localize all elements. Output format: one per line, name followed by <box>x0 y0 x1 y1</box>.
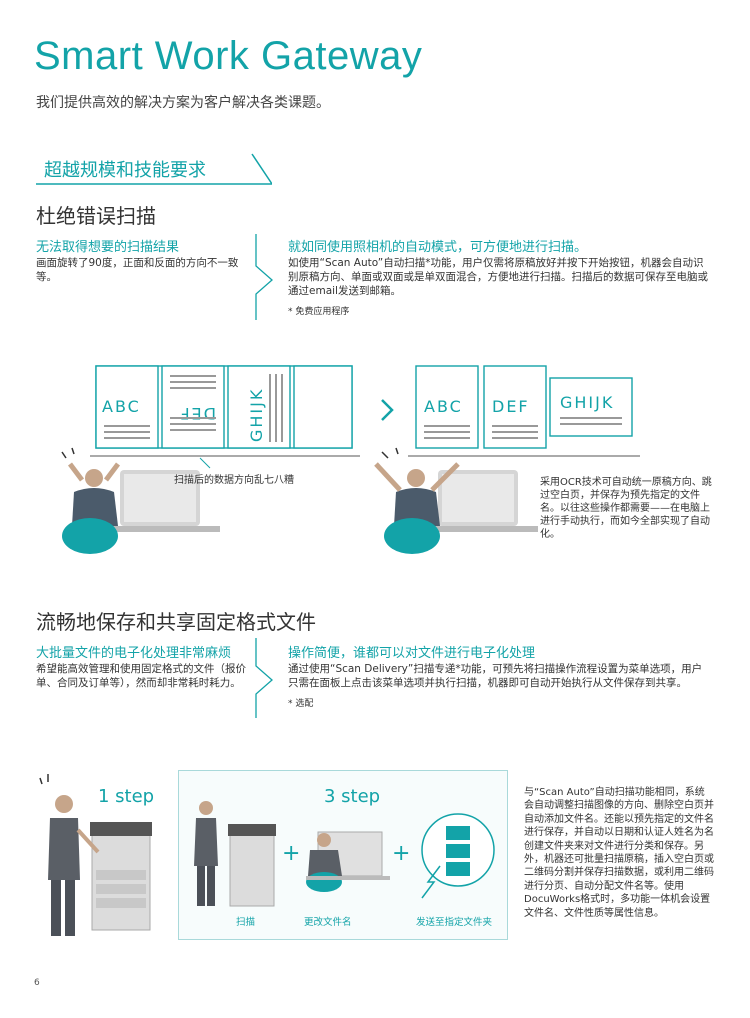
plus-icon: + <box>392 841 410 866</box>
page-number: 6 <box>34 978 40 988</box>
section2-side-text: 与“Scan Auto”自动扫描功能相同，系统会自动调整扫描图像的方向、删除空白… <box>524 787 714 919</box>
section1-solution-body: 如使用“Scan Auto”自动扫描*功能，用户仅需将原稿放好并按下开始按钮，机… <box>288 257 708 297</box>
scan-comparison-illustration: ABC DEF GHIJK ABC DEF GHIJK <box>61 365 640 554</box>
section1-problem-lead: 无法取得想要的扫描结果 <box>36 240 180 255</box>
step3-label: 3 step <box>324 786 381 807</box>
step1-label: 1 step <box>98 786 155 807</box>
section2-solution-body: 通过使用“Scan Delivery”扫描专递*功能，可预先将扫描操作流程设置为… <box>288 663 703 689</box>
folder-icon <box>446 862 470 876</box>
section2-problem-body: 希望能高效管理和使用固定格式的文件（报价单、合同及订单等），然而却非常耗时耗力。 <box>36 663 246 689</box>
doc-after-def: DEF <box>492 397 530 416</box>
section2-solution-note: * 选配 <box>288 699 314 709</box>
section1-solution-lead: 就如同使用照相机的自动模式，可方便地进行扫描。 <box>288 240 588 255</box>
page-subtitle: 我们提供高效的解决方案为客户解决各类课题。 <box>36 95 330 111</box>
confused-user-figure <box>61 447 220 554</box>
happy-user-figure <box>374 447 538 554</box>
section2-solution-lead: 操作简便，谁都可以对文件进行电子化处理 <box>288 646 536 661</box>
one-step-illustration <box>39 774 152 936</box>
step-label-scan: 扫描 <box>236 917 256 928</box>
section1-problem-body: 画面旋转了90度，正面和反面的方向不一致等。 <box>36 257 239 283</box>
doc-before-ghijk: GHIJK <box>247 388 266 442</box>
doc-after-abc: ABC <box>424 397 463 416</box>
doc-before-def: DEF <box>178 404 216 423</box>
section-banner-frame <box>36 153 272 185</box>
section-banner-label: 超越规模和技能要求 <box>44 160 206 181</box>
section2-heading: 流畅地保存和共享固定格式文件 <box>36 610 316 634</box>
page-title: Smart Work Gateway <box>34 34 423 78</box>
section1-heading: 杜绝错误扫描 <box>36 204 156 228</box>
aligned-document-set: ABC DEF GHIJK <box>408 365 640 457</box>
doc-before-abc: ABC <box>102 397 141 416</box>
folder-icon <box>446 844 470 858</box>
caption-before: 扫描后的数据方向乱七八糟 <box>174 473 294 486</box>
section2-problem-lead: 大批量文件的电子化处理非常麻烦 <box>36 646 232 661</box>
section1-solution-note: * 免费应用程序 <box>288 307 350 317</box>
messy-document-set: ABC DEF GHIJK <box>90 365 360 457</box>
caption-after: 采用OCR技术可自动统一原稿方向、跳过空白页，并保存为预先指定的文件名。以往这些… <box>540 477 712 540</box>
folder-icon <box>446 826 470 840</box>
section1-divider-chevron <box>255 234 273 320</box>
three-step-illustration: + + <box>194 801 495 907</box>
step-label-send: 发送至指定文件夹 <box>416 917 493 928</box>
transform-arrow-icon <box>381 399 394 421</box>
doc-after-ghijk: GHIJK <box>560 393 614 412</box>
section2-divider-chevron <box>255 638 273 718</box>
step-label-rename: 更改文件名 <box>304 917 352 928</box>
plus-icon: + <box>282 841 300 866</box>
